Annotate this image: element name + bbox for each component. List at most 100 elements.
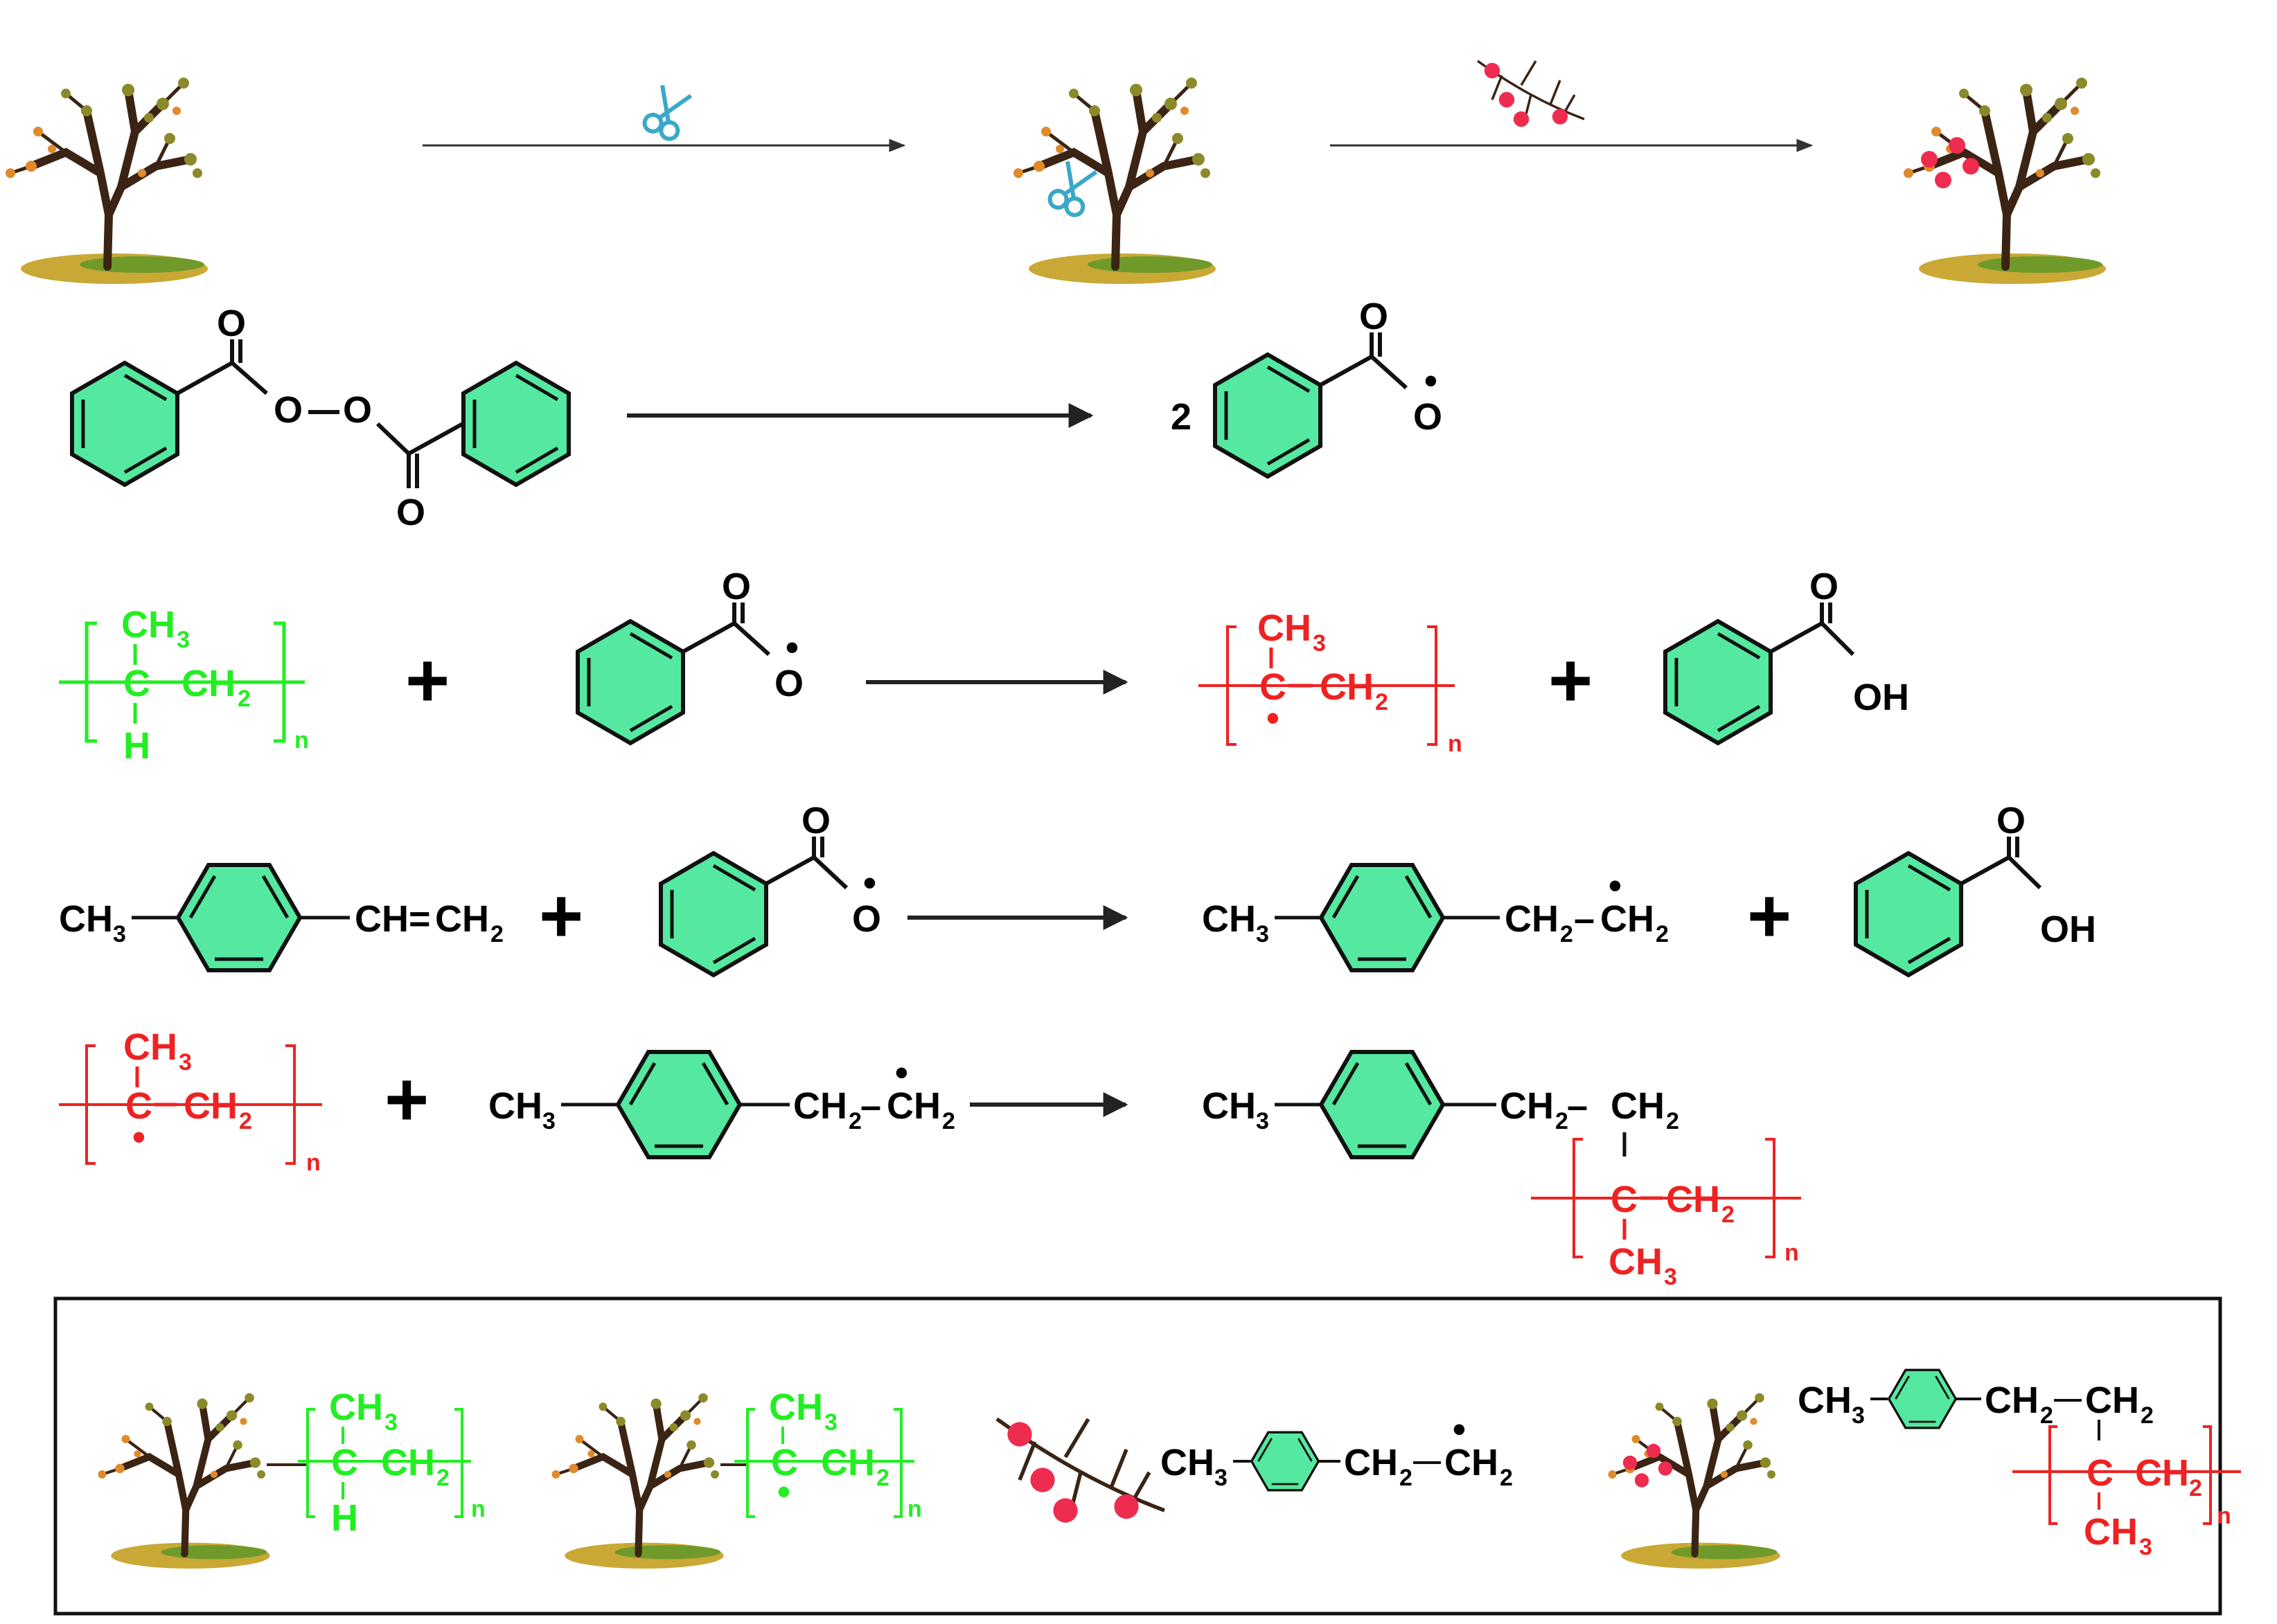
- svg-text:3: 3: [384, 1409, 398, 1436]
- legend-grafted-product: CH 3 CH 2 CH 2 C CH 2 CH 3 n: [1798, 1368, 2241, 1560]
- legend-methylphenylethyl-radical: CH 3 CH 2 CH 2 •: [1160, 1409, 1513, 1492]
- svg-text:C: C: [1259, 666, 1286, 708]
- methylphenylethyl-radical: CH 3 CH 2 – CH 2 •: [1202, 865, 1669, 970]
- svg-text:3: 3: [179, 1049, 192, 1076]
- svg-text:3: 3: [1256, 1108, 1269, 1134]
- svg-text:C: C: [2086, 1452, 2114, 1494]
- p-methylstyrene: CH 3 CH = CH 2: [59, 865, 504, 970]
- svg-text:2: 2: [876, 1465, 889, 1491]
- svg-text:3: 3: [113, 921, 126, 947]
- svg-text:n: n: [294, 727, 309, 753]
- scissors-icon: [642, 84, 691, 141]
- svg-text:n: n: [1784, 1240, 1799, 1266]
- benzoyloxy-radical: O O •: [578, 566, 804, 743]
- svg-text:CH: CH: [821, 1442, 875, 1483]
- svg-text:•: •: [1266, 697, 1279, 739]
- polypropylene-radical-red: CH 3 C • CH 2 n: [1198, 607, 1462, 757]
- svg-text:CH: CH: [1160, 1442, 1214, 1483]
- svg-text:CH: CH: [793, 1085, 847, 1127]
- svg-text:2: 2: [490, 921, 504, 947]
- svg-text:CH: CH: [329, 1386, 383, 1428]
- svg-text:O: O: [274, 389, 303, 431]
- benzoyloxy-radical: O O •: [661, 800, 881, 975]
- svg-text:+: +: [1747, 873, 1791, 958]
- svg-text:CH: CH: [1344, 1442, 1398, 1483]
- svg-text:CH: CH: [1600, 898, 1654, 940]
- svg-text:•: •: [863, 862, 876, 904]
- svg-text:O: O: [1413, 396, 1442, 438]
- benzoic-acid: O OH: [1856, 800, 2096, 975]
- svg-text:CH: CH: [1444, 1442, 1498, 1483]
- polypropylene-radical-red: CH 3 C • CH 2 n: [59, 1026, 322, 1176]
- svg-text:n: n: [1448, 731, 1462, 757]
- svg-text:–: –: [1567, 1085, 1588, 1127]
- benzene-ring-icon: [1856, 853, 1961, 975]
- benzene-ring-icon: [1215, 355, 1320, 476]
- methylphenylethyl-radical: CH 3 CH 2 – CH 2 •: [488, 1052, 955, 1157]
- benzene-ring-icon: [178, 865, 300, 970]
- legend-pp-green: CH 3 C CH 2 H n: [267, 1386, 486, 1539]
- svg-text:CH: CH: [1985, 1380, 2039, 1421]
- svg-text:3: 3: [1313, 630, 1326, 657]
- svg-text:3: 3: [1256, 921, 1269, 947]
- svg-text:2: 2: [1399, 1465, 1412, 1491]
- svg-text:O: O: [801, 800, 831, 841]
- svg-text:O: O: [217, 303, 246, 344]
- svg-text:OH: OH: [1853, 677, 1909, 718]
- svg-text:•: •: [786, 627, 799, 668]
- svg-text:CH: CH: [59, 898, 113, 940]
- svg-text:3: 3: [824, 1409, 838, 1436]
- svg-text:CH: CH: [435, 898, 489, 940]
- svg-text:3: 3: [2139, 1534, 2152, 1560]
- svg-text:OH: OH: [2040, 909, 2096, 950]
- benzoyl-peroxide: O O O O: [72, 303, 569, 533]
- svg-text:2: 2: [849, 1108, 862, 1134]
- svg-text:O: O: [774, 663, 804, 704]
- fruit-branch-icon: [997, 1419, 1164, 1523]
- svg-text:CH: CH: [1500, 1085, 1554, 1127]
- svg-text:CH: CH: [2084, 1511, 2138, 1553]
- benzene-ring-icon: [463, 363, 569, 485]
- svg-text:CH: CH: [123, 1026, 177, 1068]
- svg-text:CH: CH: [1257, 607, 1311, 649]
- svg-text:CH: CH: [121, 604, 175, 645]
- svg-text:3: 3: [177, 627, 190, 653]
- tree-icon: [1013, 78, 1216, 284]
- benzene-ring-icon: [618, 1052, 740, 1157]
- svg-text:•: •: [132, 1116, 145, 1158]
- svg-text:n: n: [471, 1496, 486, 1522]
- svg-text:2: 2: [436, 1465, 450, 1491]
- benzene-ring-icon: [1321, 865, 1443, 970]
- svg-text:2: 2: [238, 686, 251, 712]
- svg-text:H: H: [123, 725, 150, 767]
- grafted-product: CH 3 CH 2 – CH 2 C CH 2 CH 3 n: [1202, 1052, 1801, 1290]
- svg-text:CH: CH: [1666, 1179, 1720, 1220]
- svg-text:2: 2: [1721, 1202, 1735, 1228]
- benzene-ring-icon: [661, 853, 766, 975]
- svg-text:2: 2: [942, 1108, 955, 1134]
- svg-text:n: n: [2217, 1503, 2231, 1529]
- svg-text:CH: CH: [488, 1085, 542, 1127]
- benzoic-acid: O OH: [1665, 566, 1909, 743]
- svg-text:+: +: [384, 1057, 429, 1142]
- svg-text:C: C: [1611, 1179, 1638, 1220]
- benzene-ring-icon: [1321, 1052, 1443, 1157]
- svg-text:+: +: [405, 638, 450, 723]
- benzene-ring-icon: [1665, 621, 1771, 743]
- benzene-ring-icon: [1250, 1431, 1320, 1492]
- svg-text:3: 3: [1214, 1465, 1228, 1491]
- benzene-ring-icon: [1887, 1368, 1958, 1429]
- svg-text:CH: CH: [769, 1386, 823, 1428]
- svg-text:CH: CH: [184, 1085, 238, 1127]
- svg-text:2: 2: [1375, 689, 1388, 715]
- svg-text:•: •: [1609, 865, 1622, 907]
- tree-icon: [98, 1393, 270, 1569]
- fruit-branch-icon: [1476, 60, 1586, 128]
- svg-text:CH: CH: [1202, 1085, 1256, 1127]
- legend-box: [53, 1296, 2222, 1616]
- benzoyloxy-radical: O O •: [1215, 296, 1442, 476]
- svg-text:+: +: [1548, 638, 1593, 723]
- svg-text:2: 2: [239, 1108, 252, 1134]
- tree-icon: [552, 1393, 724, 1569]
